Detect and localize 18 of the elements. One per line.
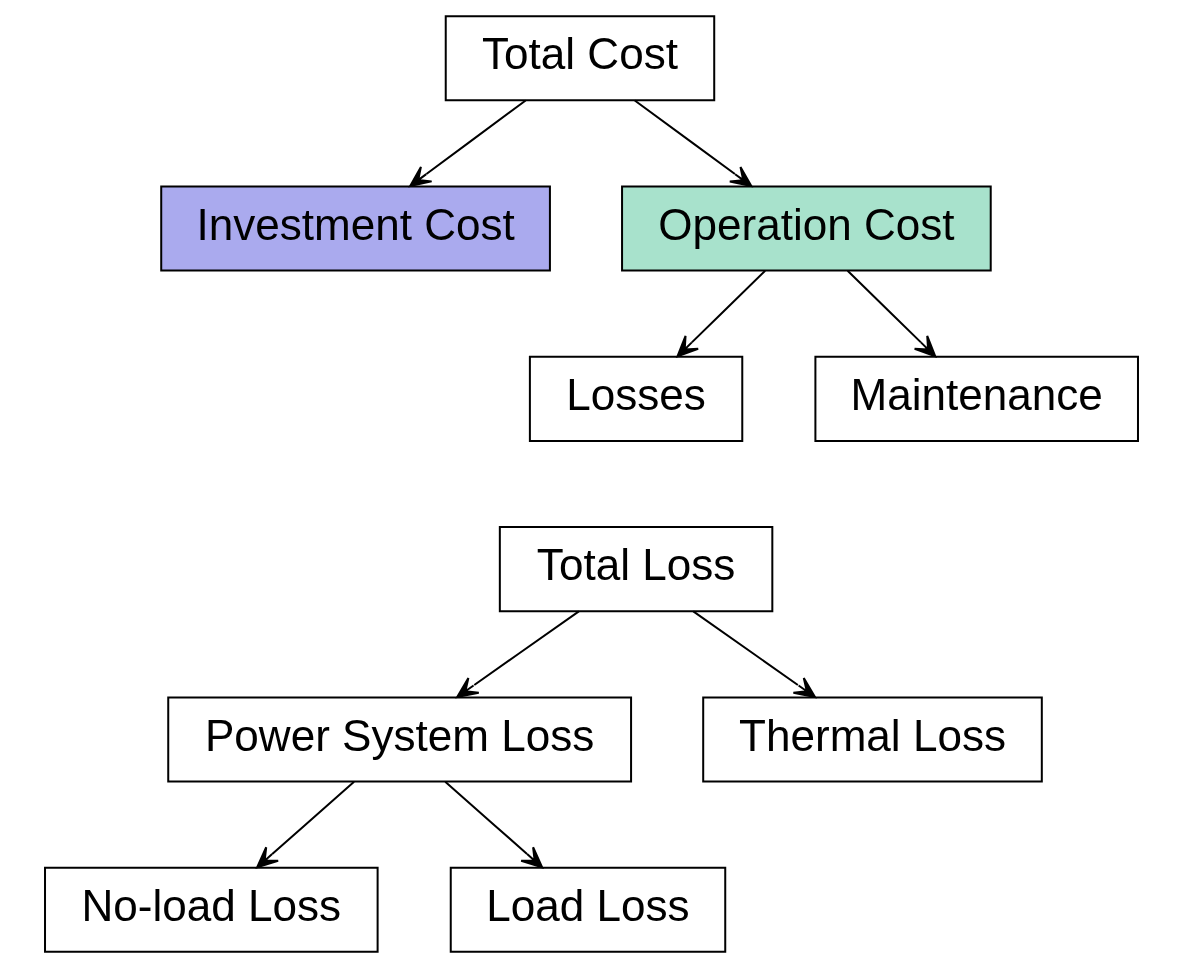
node-box: Losses [528, 355, 743, 442]
node-box: No-load Loss [43, 866, 379, 953]
arrow [691, 610, 816, 698]
arrow [443, 780, 543, 869]
node-box: Operation Cost [620, 185, 992, 272]
node-box: Thermal Loss [701, 696, 1043, 783]
arrow [255, 780, 355, 869]
node-box: Investment Cost [159, 185, 551, 272]
arrow [408, 99, 527, 188]
node-box: Total Loss [498, 526, 773, 613]
arrow [846, 269, 936, 358]
node-box: Maintenance [813, 355, 1139, 442]
node-box: Power System Loss [166, 696, 632, 783]
node-box: Load Loss [449, 866, 726, 953]
arrow [633, 99, 752, 188]
node-box: Total Cost [444, 15, 715, 102]
arrow [676, 269, 766, 358]
arrow [455, 610, 580, 698]
